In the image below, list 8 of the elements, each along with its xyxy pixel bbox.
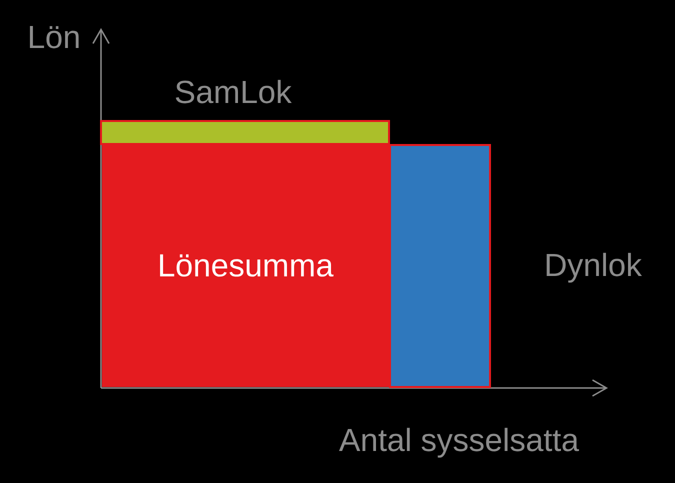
block bbox=[389, 144, 491, 388]
block: Lönesumma bbox=[102, 144, 389, 387]
block-label: Dynlok bbox=[546, 252, 642, 283]
axis-label: Antal sysselsatta bbox=[339, 428, 580, 458]
bar bbox=[100, 120, 390, 145]
bar-label: SamLok bbox=[176, 80, 292, 104]
node-label: Lönesumma bbox=[160, 254, 334, 277]
axis-label: Lön bbox=[30, 26, 79, 48]
